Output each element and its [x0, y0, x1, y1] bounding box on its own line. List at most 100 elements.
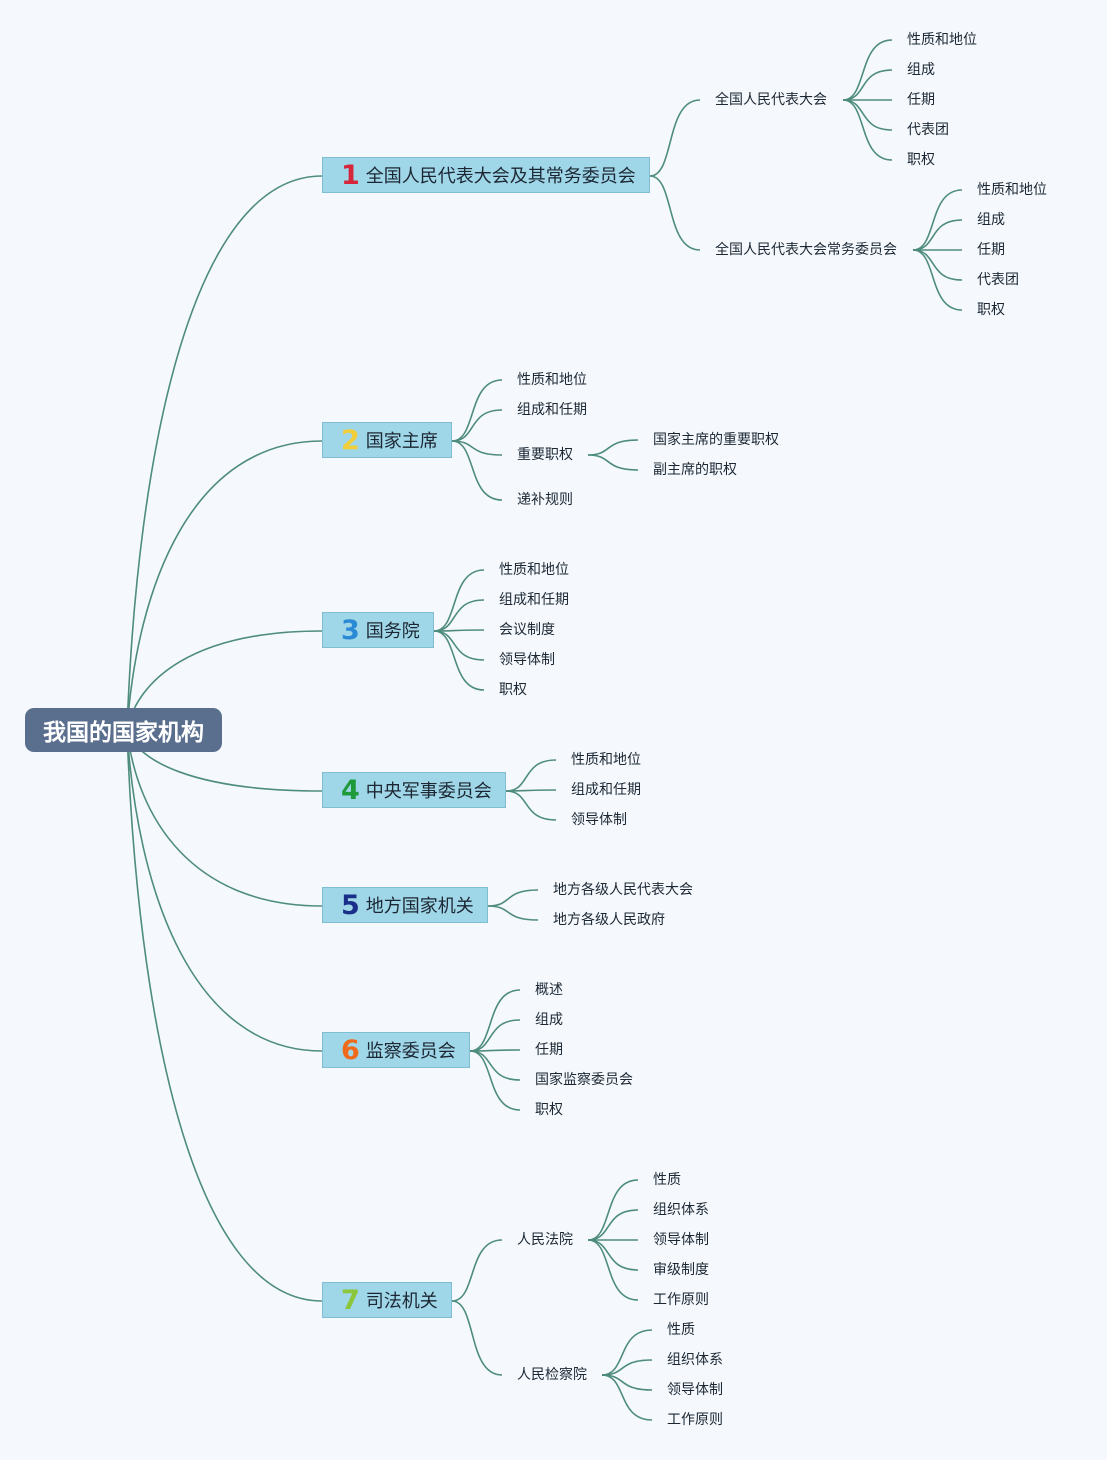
branch-number: 5: [341, 889, 360, 921]
connector-line: [505, 790, 557, 821]
connector-line: [505, 759, 557, 792]
connector-line: [433, 630, 485, 661]
branch-number: 2: [341, 424, 360, 456]
branch-4-node[interactable]: 4 中央军事委员会: [322, 772, 506, 808]
connector-line: [126, 729, 323, 907]
topic-node[interactable]: 性质: [653, 1172, 681, 1188]
topic-node[interactable]: 国家监察委员会: [535, 1072, 633, 1088]
topic-node[interactable]: 性质和地位: [571, 752, 641, 768]
branch-number: 4: [341, 774, 360, 806]
connector-line: [487, 905, 539, 921]
connector-line: [587, 1209, 639, 1241]
topic-node[interactable]: 全国人民代表大会: [715, 92, 827, 108]
topic-node[interactable]: 工作原则: [667, 1412, 723, 1428]
connector-line: [487, 889, 539, 907]
topic-node[interactable]: 领导体制: [667, 1382, 723, 1398]
connector-line: [842, 39, 893, 101]
topic-node[interactable]: 性质和地位: [977, 182, 1047, 198]
topic-node[interactable]: 组织体系: [653, 1202, 709, 1218]
connector-line: [451, 1239, 503, 1302]
connector-line: [451, 1300, 503, 1376]
topic-node[interactable]: 组织体系: [667, 1352, 723, 1368]
connector-line: [433, 630, 485, 691]
topic-node[interactable]: 地方各级人民政府: [553, 912, 665, 928]
connector-line: [469, 1050, 521, 1081]
branch-label: 国家主席: [365, 431, 438, 452]
topic-node[interactable]: 审级制度: [653, 1262, 709, 1278]
topic-node[interactable]: 领导体制: [499, 652, 555, 668]
branch-number: 1: [341, 159, 360, 191]
topic-node[interactable]: 地方各级人民代表大会: [553, 882, 693, 898]
topic-node[interactable]: 领导体制: [571, 812, 627, 828]
topic-node[interactable]: 会议制度: [499, 622, 555, 638]
topic-node[interactable]: 人民检察院: [517, 1367, 587, 1383]
topic-node[interactable]: 职权: [499, 682, 527, 698]
branch-label: 司法机关: [365, 1291, 438, 1312]
topic-node[interactable]: 性质: [667, 1322, 695, 1338]
connector-line: [587, 454, 639, 471]
topic-node[interactable]: 国家主席的重要职权: [653, 432, 779, 448]
topic-node[interactable]: 人民法院: [517, 1232, 573, 1248]
connector-line: [451, 440, 503, 456]
connector-line: [587, 439, 639, 456]
branch-1-node[interactable]: 1 全国人民代表大会及其常务委员会: [322, 157, 650, 193]
topic-node[interactable]: 组成: [977, 212, 1005, 228]
branch-7-node[interactable]: 7 司法机关: [322, 1282, 452, 1318]
connector-line: [469, 1019, 521, 1052]
connector-line: [505, 789, 557, 792]
branch-5-node[interactable]: 5 地方国家机关: [322, 887, 488, 923]
topic-node[interactable]: 职权: [977, 302, 1005, 318]
connector-line: [587, 1179, 639, 1241]
topic-node[interactable]: 领导体制: [653, 1232, 709, 1248]
topic-node[interactable]: 性质和地位: [499, 562, 569, 578]
branch-2-node[interactable]: 2 国家主席: [322, 422, 452, 458]
topic-node[interactable]: 组成和任期: [499, 592, 569, 608]
topic-node[interactable]: 任期: [907, 92, 935, 108]
topic-node[interactable]: 副主席的职权: [653, 462, 737, 478]
topic-node[interactable]: 任期: [977, 242, 1005, 258]
branch-label: 国务院: [365, 621, 420, 642]
connector-line: [451, 379, 503, 442]
topic-node[interactable]: 全国人民代表大会常务委员会: [715, 242, 897, 258]
root-node[interactable]: 我国的国家机构: [25, 708, 222, 752]
topic-node[interactable]: 代表团: [977, 272, 1019, 288]
connector-line: [842, 99, 893, 161]
topic-node[interactable]: 递补规则: [517, 492, 573, 508]
topic-node[interactable]: 性质和地位: [907, 32, 977, 48]
branch-6-node[interactable]: 6 监察委员会: [322, 1032, 470, 1068]
connector-line: [912, 219, 963, 251]
branch-number: 7: [341, 1284, 360, 1316]
topic-node[interactable]: 组成和任期: [571, 782, 641, 798]
topic-node[interactable]: 组成: [907, 62, 935, 78]
branch-label: 中央军事委员会: [365, 781, 492, 802]
connector-line: [649, 175, 701, 251]
connector-line: [469, 1050, 521, 1111]
topic-node[interactable]: 性质和地位: [517, 372, 587, 388]
topic-node[interactable]: 职权: [907, 152, 935, 168]
topic-node[interactable]: 任期: [535, 1042, 563, 1058]
connector-line: [469, 1049, 521, 1052]
root-label: 我国的国家机构: [43, 720, 204, 746]
topic-node[interactable]: 重要职权: [517, 447, 573, 463]
topic-node[interactable]: 组成和任期: [517, 402, 587, 418]
connector-line: [842, 99, 893, 131]
branch-number: 3: [341, 614, 360, 646]
topic-node[interactable]: 组成: [535, 1012, 563, 1028]
topic-node[interactable]: 工作原则: [653, 1292, 709, 1308]
connector-line: [126, 729, 323, 1302]
connector-line: [587, 1239, 639, 1271]
topic-node[interactable]: 代表团: [907, 122, 949, 138]
connector-line: [912, 189, 963, 251]
connector-line: [451, 440, 503, 501]
branch-3-node[interactable]: 3 国务院: [322, 612, 434, 648]
connector-line: [649, 99, 701, 177]
connector-line: [587, 1239, 639, 1301]
topic-node[interactable]: 概述: [535, 982, 563, 998]
connector-line: [469, 989, 521, 1052]
connector-line: [451, 409, 503, 442]
connector-line: [433, 629, 485, 632]
topic-node[interactable]: 职权: [535, 1102, 563, 1118]
branch-number: 6: [341, 1034, 360, 1066]
branch-label: 全国人民代表大会及其常务委员会: [365, 166, 636, 187]
